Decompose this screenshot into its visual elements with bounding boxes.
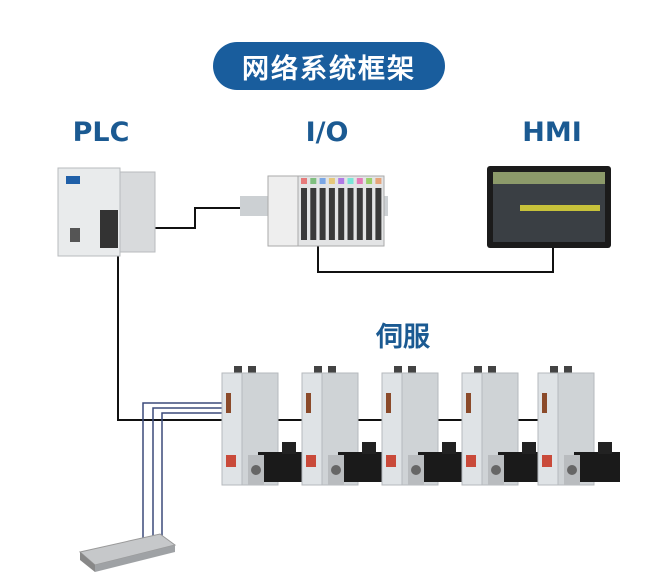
servo-motor (564, 442, 620, 485)
servo-motor (488, 442, 544, 485)
servo-drive (221, 372, 243, 486)
io-slice-led (347, 178, 354, 184)
servo-unit (381, 366, 464, 486)
servo-group (221, 366, 620, 486)
diagram-title: 网络系统框架 (213, 42, 445, 90)
io-slice-led (310, 178, 317, 184)
servo-drive (537, 372, 559, 486)
io-slice-led (356, 178, 363, 184)
servo-unit (221, 366, 304, 486)
servo-label: 伺服 (376, 322, 430, 353)
plc-label: PLC (72, 117, 130, 148)
network-wires (117, 207, 554, 421)
servo-drive (381, 372, 403, 486)
io-slice-terminal (319, 188, 326, 240)
io-slice-terminal (375, 188, 382, 240)
io-module-rack (240, 175, 388, 247)
io-slice-terminal (328, 188, 335, 240)
io-slice-led (338, 178, 345, 184)
servo-unit (461, 366, 544, 486)
servo-unit (537, 366, 620, 486)
hmi-device (487, 166, 611, 248)
io-slice-led (328, 178, 335, 184)
io-slice-led (319, 178, 326, 184)
hmi-label: HMI (522, 117, 582, 148)
io-slice-terminal (301, 188, 307, 240)
io-slice-led (301, 178, 307, 184)
io-slice-terminal (347, 188, 354, 240)
io-slice-led (375, 178, 382, 184)
brake-resistor (78, 533, 177, 572)
servo-drive (301, 372, 323, 486)
servo-unit (301, 366, 384, 486)
servo-motor (408, 442, 464, 485)
io-slice-terminal (366, 188, 373, 240)
servo-motor (248, 442, 304, 485)
io-slice-terminal (356, 188, 363, 240)
brake-resistor-wires (142, 402, 222, 540)
io-slice-terminal (310, 188, 317, 240)
io-slice-terminal (338, 188, 345, 240)
servo-motor (328, 442, 384, 485)
io-label: I/O (305, 117, 349, 148)
servo-drive (461, 372, 483, 486)
io-slice-led (366, 178, 373, 184)
plc-device (57, 167, 156, 257)
